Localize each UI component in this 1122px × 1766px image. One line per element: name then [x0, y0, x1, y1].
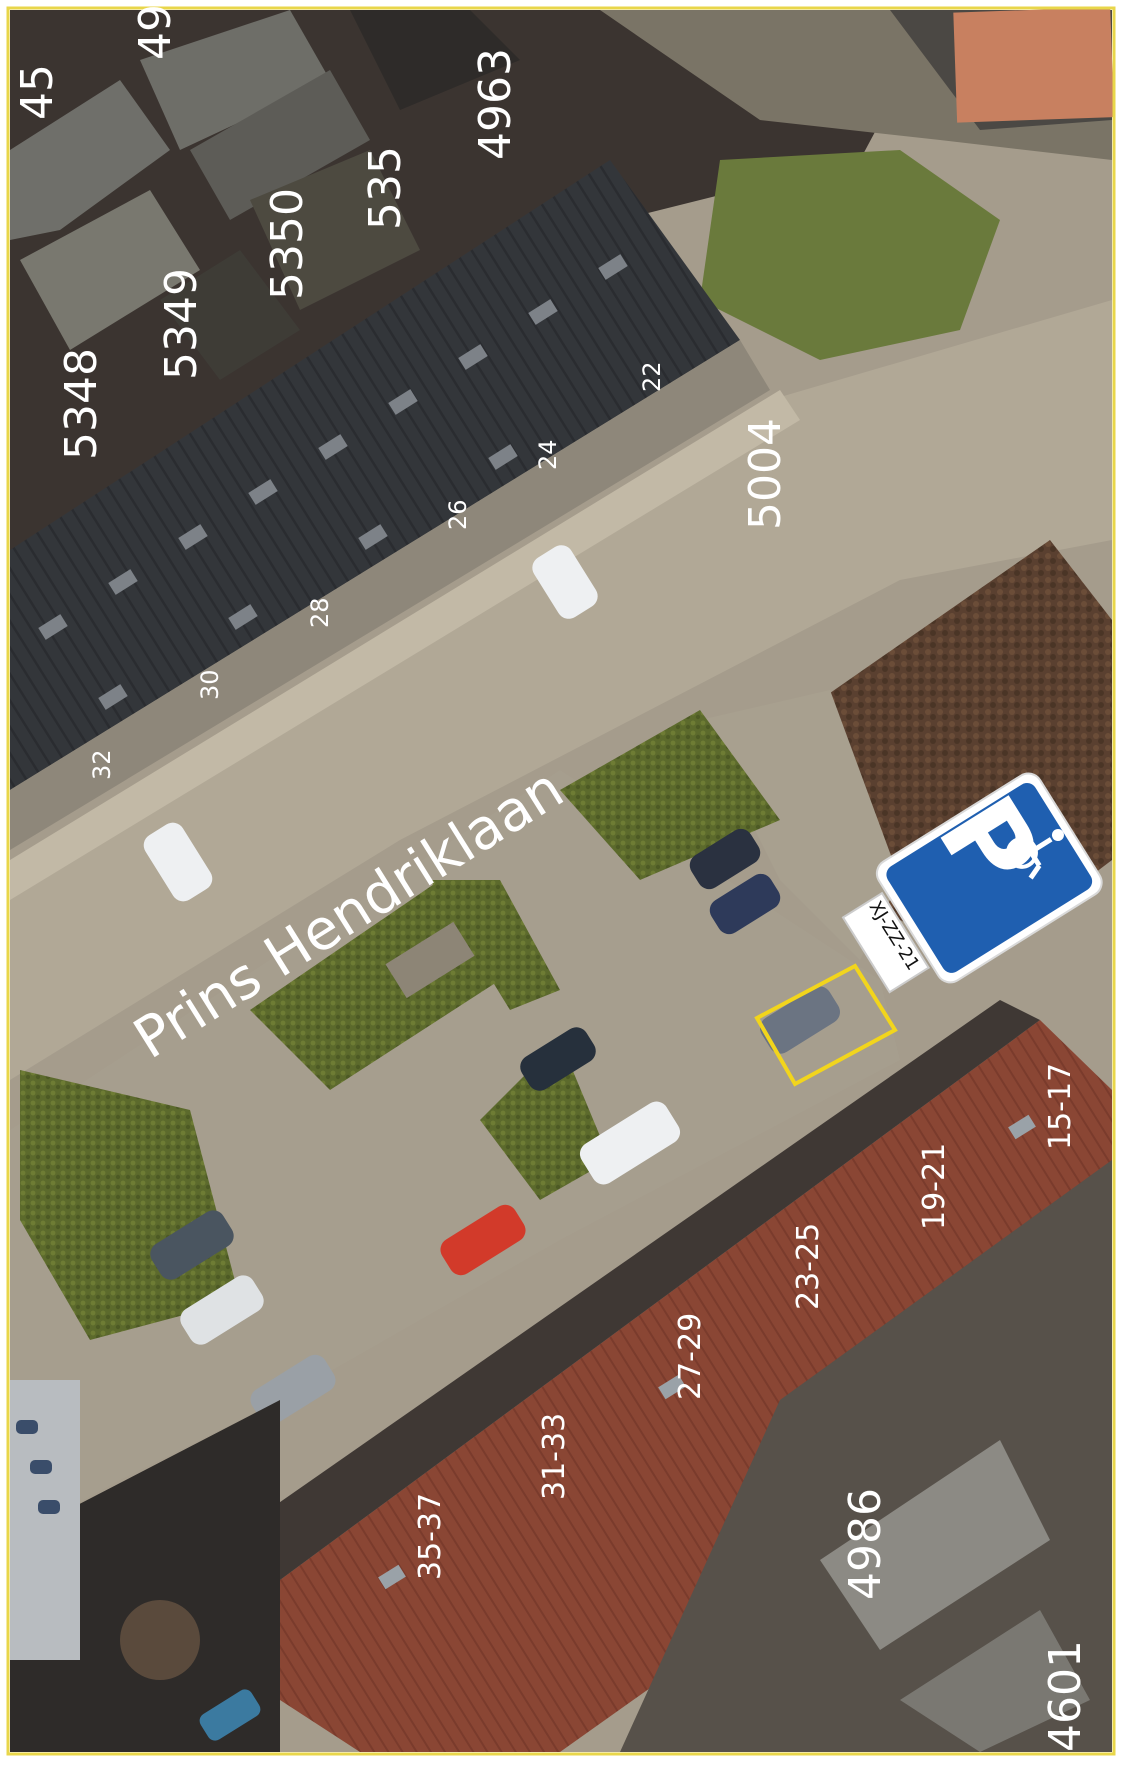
map-border — [6, 6, 1116, 1756]
highlighted-parking-space — [754, 963, 898, 1087]
parcel-number-4986: 4986 — [840, 1488, 891, 1600]
parked-cars — [143, 545, 840, 1426]
house-number-32: 32 — [88, 749, 116, 780]
parcel-number-4601: 4601 — [1040, 1640, 1091, 1752]
house-number-27-29: 27-29 — [673, 1313, 708, 1400]
house-number-35-37: 35-37 — [413, 1493, 448, 1580]
parking-lot — [10, 770, 900, 1540]
parcel-number-49: 49 — [130, 4, 181, 60]
house-number-30: 30 — [196, 669, 224, 700]
building-north — [10, 160, 740, 790]
building-south — [280, 1020, 1112, 1752]
street-prins-hendriklaan — [10, 300, 1112, 1080]
yards-south — [620, 1160, 1112, 1752]
parking-sign-panel — [886, 783, 1093, 973]
parcel-number-5350: 5350 — [262, 188, 313, 300]
house-number-28: 28 — [306, 597, 334, 628]
house-number-22: 22 — [638, 361, 666, 392]
parcel-number-45: 45 — [12, 64, 63, 120]
wheelchair-icon — [1005, 829, 1064, 880]
house-number-26: 26 — [444, 499, 472, 530]
parcel-number-4963: 4963 — [470, 48, 521, 160]
parcel-number-535: 535 — [360, 146, 411, 230]
house-number-24: 24 — [534, 439, 562, 470]
house-number-19-21: 19-21 — [917, 1143, 952, 1230]
house-number-31-33: 31-33 — [537, 1413, 572, 1500]
parcel-number-5348: 5348 — [56, 348, 107, 460]
house-number-15-17: 15-17 — [1043, 1063, 1078, 1150]
houses-north — [10, 10, 520, 380]
license-plate-panel — [841, 891, 931, 994]
parcel-number-5349: 5349 — [156, 268, 207, 380]
parcel-number-5004: 5004 — [740, 418, 791, 530]
house-number-23-25: 23-25 — [791, 1223, 826, 1310]
